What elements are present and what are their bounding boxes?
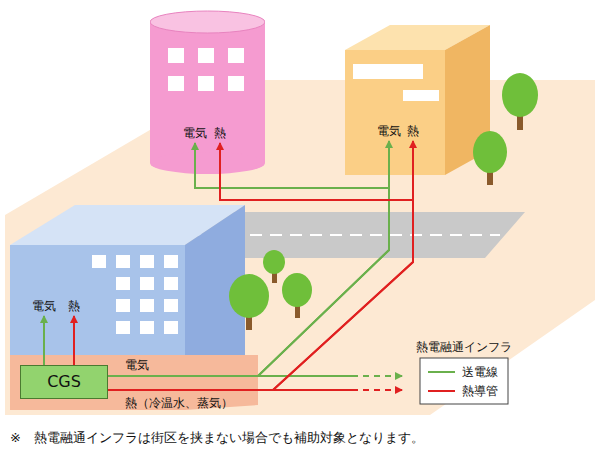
node-text: 電気	[32, 299, 56, 313]
text-holder: 熱	[407, 120, 419, 139]
node-text: CGS	[47, 373, 81, 391]
footnote: ※ 熱電融通インフラは街区を挟まない場合でも補助対象となります。	[10, 430, 424, 446]
box-building: 電気熱	[345, 50, 445, 175]
cgs-box: CGS	[20, 365, 108, 399]
text-holder: 電気	[32, 295, 56, 314]
text-holder: 熱	[68, 295, 80, 314]
cylinder-building	[150, 10, 265, 175]
continuation-lines	[258, 376, 402, 390]
node-text: 電気	[183, 126, 207, 140]
legend-line	[428, 371, 455, 373]
node-text: 熱	[407, 124, 419, 138]
legend-text: 送電線	[462, 365, 498, 379]
ground	[5, 80, 595, 415]
line-label: 熱（冷温水、蒸気）	[125, 396, 233, 411]
office-building: 電気熱CGS	[10, 245, 185, 410]
line-label: 電気	[125, 358, 149, 373]
box-building	[345, 50, 445, 175]
legend-box	[420, 358, 508, 404]
legend-line	[428, 390, 455, 392]
text-holder: 熱	[214, 122, 226, 141]
node-text: 熱	[214, 126, 226, 140]
node-text: 電気	[377, 124, 401, 138]
legend-text: 熱導管	[462, 384, 498, 398]
text-holder: 電気	[183, 122, 207, 141]
cylinder-building: 電気熱	[150, 10, 265, 175]
legend-title: 熱電融通インフラ	[416, 340, 512, 355]
node-text: 熱	[68, 299, 80, 313]
text-holder: 電気	[377, 120, 401, 139]
